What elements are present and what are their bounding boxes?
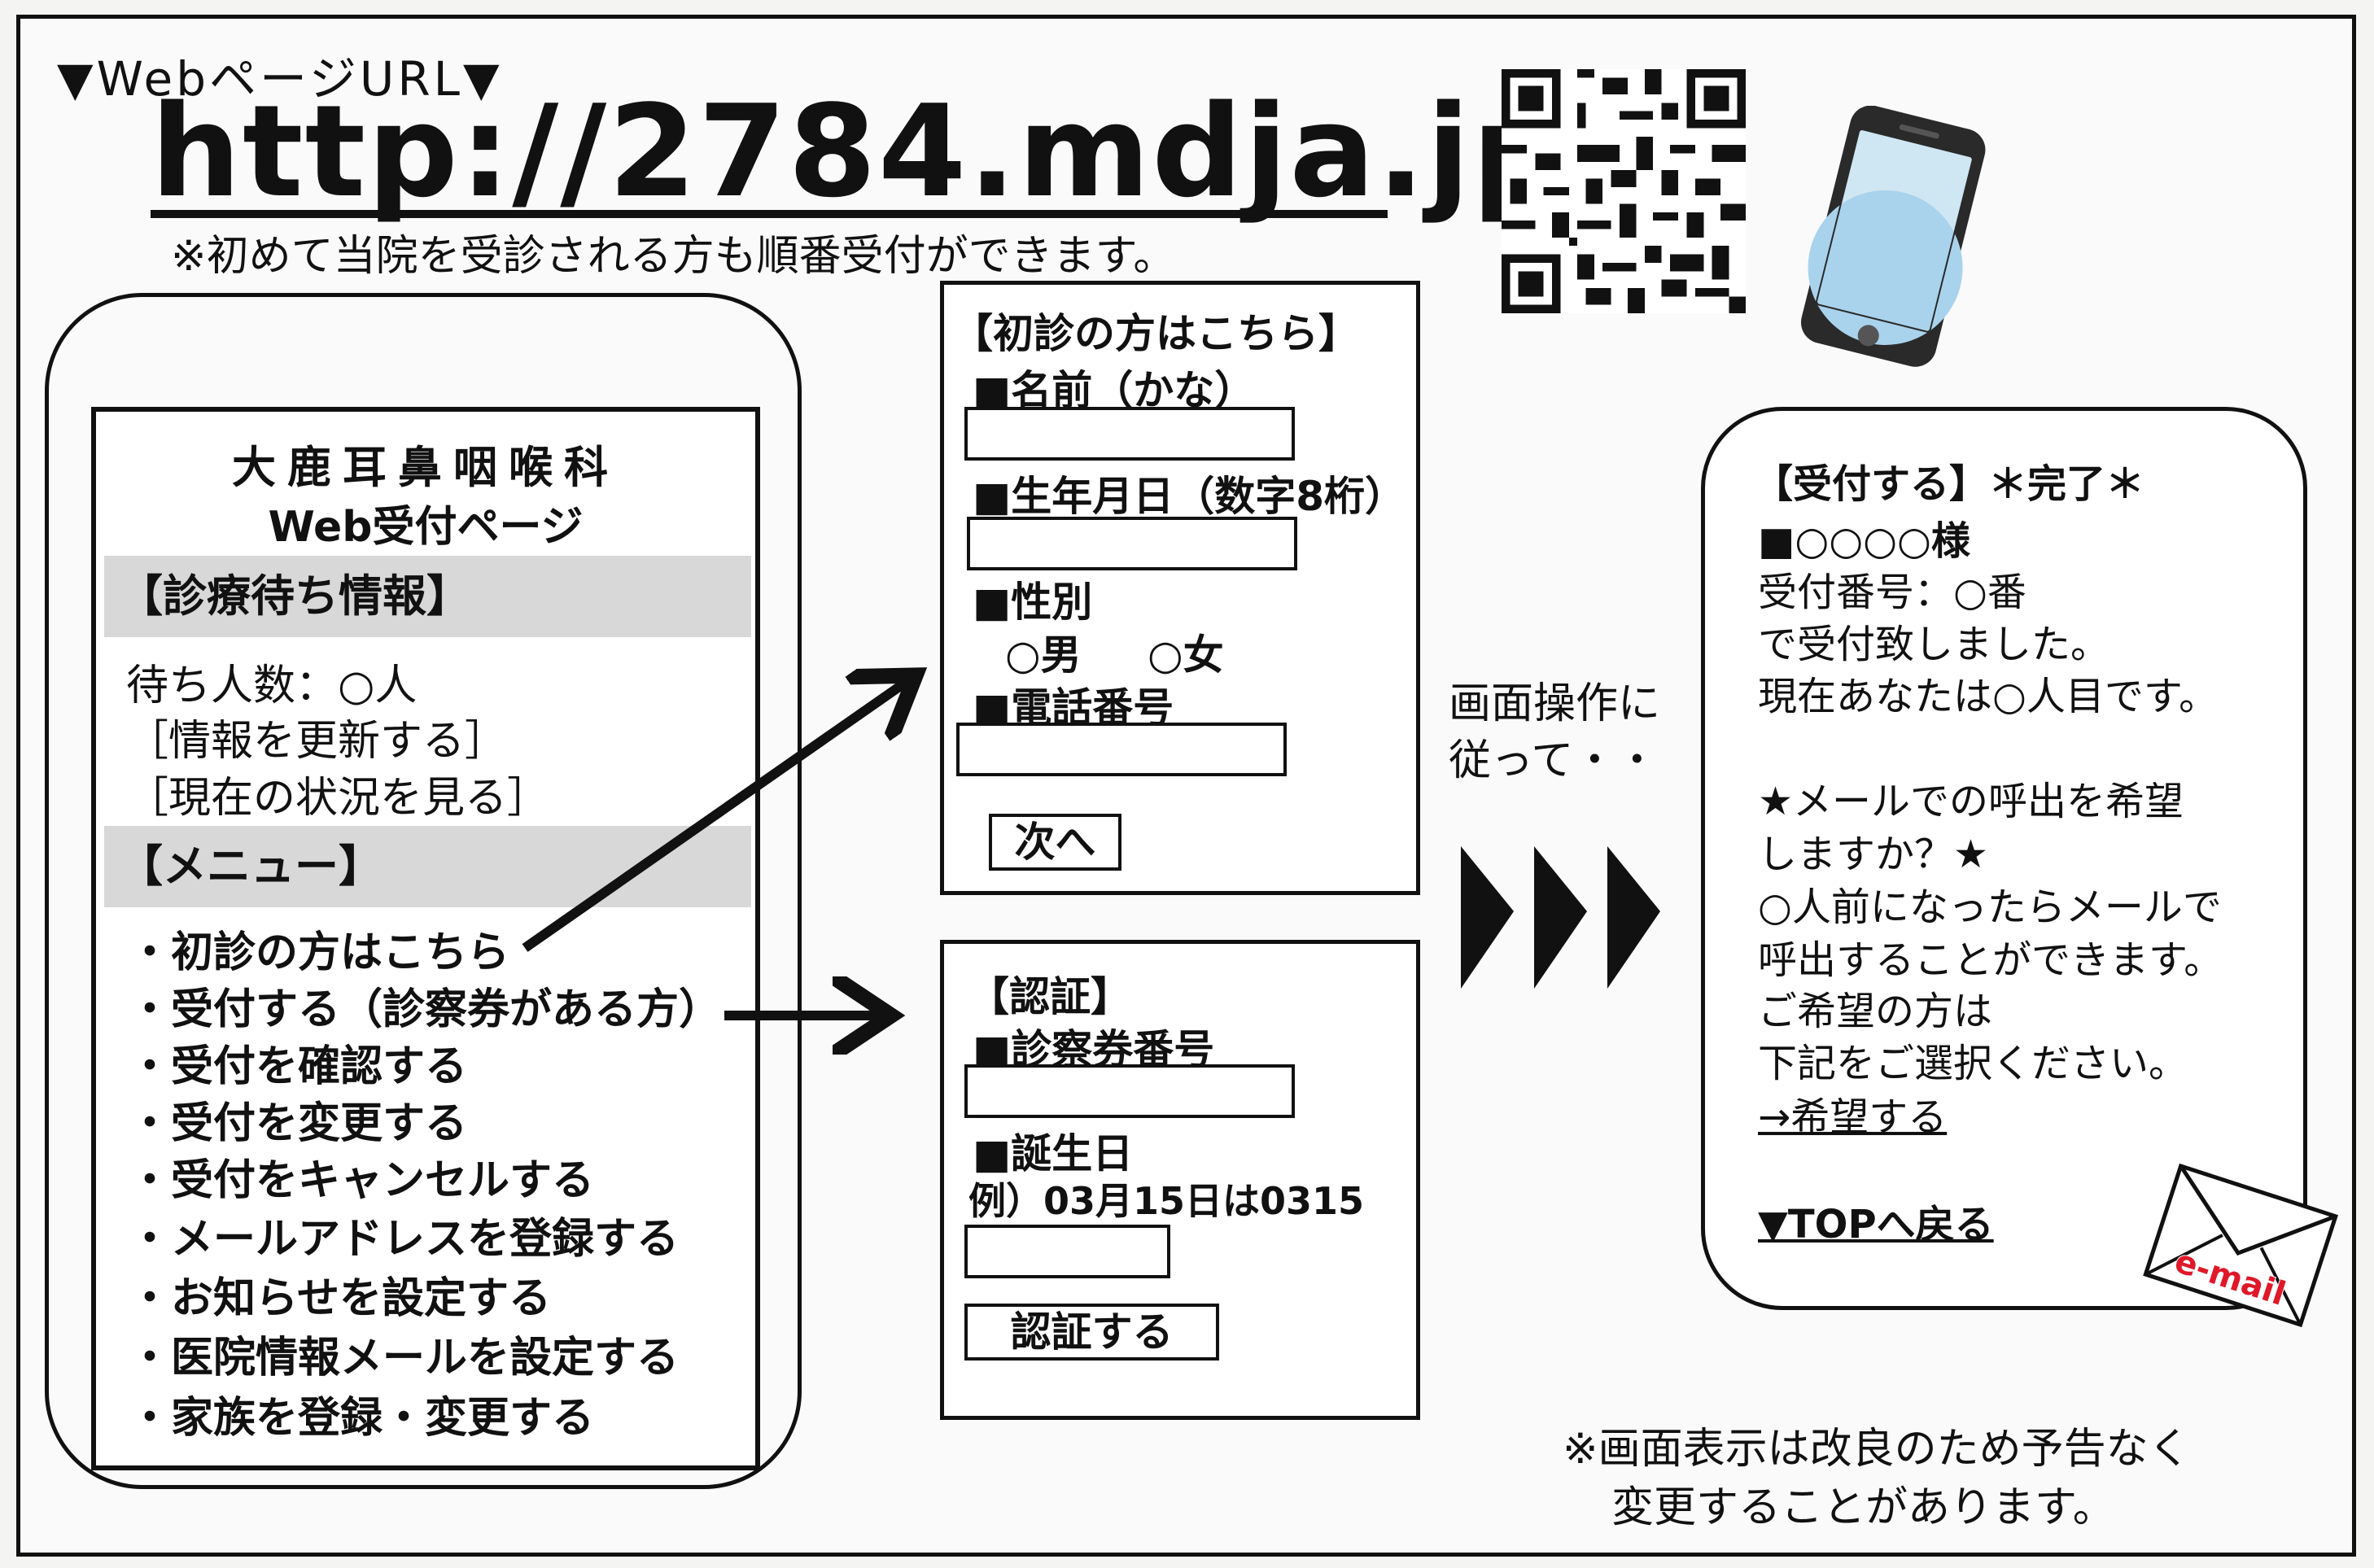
view-status-link[interactable]: ［現在の状況を見る］ — [126, 774, 550, 823]
gender-label: ■性別 — [973, 579, 1093, 626]
first-visit-note: ※初めて当院を受診される方も順番受付ができます。 — [171, 232, 1176, 281]
birthday-label: ■誕生日 — [973, 1130, 1134, 1177]
birthdate-label: ■生年月日（数字8桁） — [973, 473, 1406, 520]
operation-line-2: 従って・・ — [1449, 736, 1659, 785]
arrow-to-first-visit — [522, 675, 916, 952]
birthday-input[interactable] — [964, 1225, 1170, 1278]
queue-position: 現在あなたは○人目です。 — [1758, 674, 2219, 719]
name-input[interactable] — [964, 407, 1295, 461]
menu-item-first-visit[interactable]: ・初診の方はこちら — [129, 928, 510, 977]
mail-question-2: しますか？★ — [1758, 832, 1989, 877]
reception-done: で受付致しました。 — [1758, 622, 2110, 667]
mail-question-1: ★メールでの呼出を希望 — [1758, 779, 2184, 824]
qr-code-icon[interactable] — [1502, 69, 1746, 313]
menu-item-register-email[interactable]: ・メールアドレスを登録する — [129, 1215, 680, 1264]
birthdate-input[interactable] — [967, 517, 1297, 570]
reception-number: 受付番号：○番 — [1758, 570, 2026, 615]
completion-title: 【受付する】＊完了＊ — [1754, 461, 2145, 507]
birthday-example: 例）03月15日は0315 — [968, 1179, 1365, 1223]
menu-item-change[interactable]: ・受付を変更する — [129, 1099, 468, 1148]
card-number-input[interactable] — [964, 1064, 1295, 1118]
name-label: ■名前（かな） — [973, 367, 1256, 414]
footer-line-2: 変更することがあります。 — [1611, 1483, 2115, 1532]
footer-line-1: ※画面表示は改良のため予告なく — [1563, 1425, 2191, 1474]
request-mail-link[interactable]: →希望する — [1758, 1094, 1948, 1140]
menu-item-cancel[interactable]: ・受付をキャンセルする — [129, 1156, 595, 1205]
phone-input[interactable] — [956, 723, 1287, 776]
completion-screen — [1701, 407, 2307, 1310]
menu-item-family[interactable]: ・家族を登録・変更する — [129, 1394, 595, 1443]
clinic-name: 大鹿耳鼻咽喉科 — [232, 442, 619, 493]
chevron-right-icon — [1534, 846, 1587, 989]
web-url-link[interactable]: http://2784.mdja.jp — [151, 77, 1565, 225]
chevron-right-icon — [1607, 846, 1660, 989]
first-visit-form-title: 【初診の方はこちら】 — [952, 310, 1359, 357]
mail-description-2: 呼出することができます。 — [1758, 937, 2223, 983]
operation-line-1: 画面操作に — [1449, 679, 1661, 728]
first-visit-form — [940, 281, 1420, 895]
mail-description-3: ご希望の方は — [1758, 989, 1993, 1034]
gender-male-radio[interactable]: ○男 — [1005, 631, 1082, 679]
chevron-right-icon — [1461, 846, 1514, 989]
authenticate-button[interactable]: 認証する — [964, 1304, 1219, 1361]
operation-instruction: 画面操作に 従って・・ — [1449, 675, 1660, 789]
gender-female-radio[interactable]: ○女 — [1148, 631, 1224, 679]
email-envelope-icon: e-mail — [2143, 1164, 2338, 1328]
menu-item-notifications[interactable]: ・お知らせを設定する — [129, 1274, 551, 1323]
auth-form-title: 【認証】 — [968, 973, 1131, 1020]
mail-description-4: 下記をご選択ください。 — [1758, 1041, 2188, 1086]
back-to-top-link[interactable]: ▼TOPへ戻る — [1758, 1202, 1994, 1247]
refresh-info-link[interactable]: ［情報を更新する］ — [126, 717, 508, 766]
wait-info-heading: 【診療待ち情報】 — [104, 556, 751, 637]
clinic-subtitle: Web受付ページ — [268, 503, 584, 552]
footer-notice: ※画面表示は改良のため予告なく 変更することがあります。 — [1563, 1420, 2191, 1537]
mail-description-1: ○人前になったらメールで — [1758, 884, 2222, 930]
url-underline — [151, 210, 1388, 218]
menu-item-clinic-mail[interactable]: ・医院情報メールを設定する — [129, 1334, 680, 1382]
patient-name-line: ■○○○○様 — [1758, 518, 1970, 564]
phone-frame — [45, 293, 802, 1489]
menu-item-confirm[interactable]: ・受付を確認する — [129, 1042, 468, 1091]
smartphone-icon — [1800, 106, 1986, 367]
url-label: ▼WebページURL▼ — [57, 51, 503, 107]
next-button[interactable]: 次へ — [989, 814, 1121, 871]
wait-count: 待ち人数：○人 — [126, 662, 418, 710]
menu-item-reception[interactable]: ・受付する（診察券がある方） — [129, 985, 722, 1034]
